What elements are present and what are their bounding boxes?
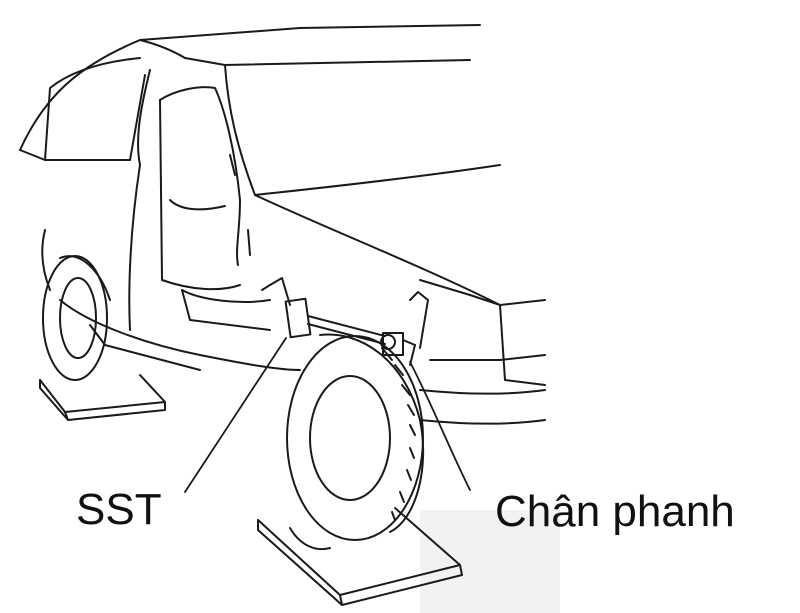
sst-tool	[261, 277, 429, 366]
leader-lines	[184, 337, 471, 493]
brake-pedal-label: Chân phanh	[495, 487, 735, 536]
car-door	[128, 69, 271, 331]
car-side	[41, 229, 301, 371]
brake-leader-line	[409, 361, 471, 491]
sst-leader-line	[184, 337, 287, 493]
rear-wheel-chock	[39, 374, 166, 421]
sst-label: SST	[76, 485, 162, 534]
background-shade	[420, 510, 560, 613]
car-body	[19, 24, 546, 425]
rear-wheel	[42, 255, 111, 381]
front-wheel-chock	[257, 507, 463, 606]
front-wheel	[286, 333, 425, 541]
